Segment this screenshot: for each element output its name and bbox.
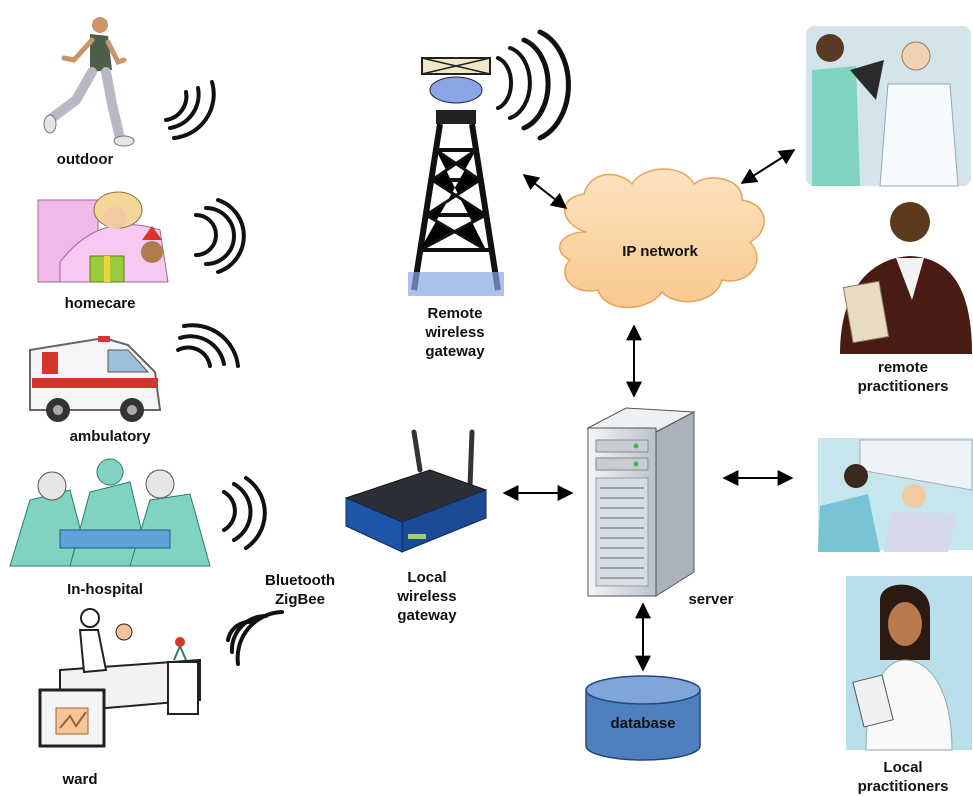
label-local-practitioners: Local practitioners (857, 759, 949, 795)
wireless-waves-homecare (194, 198, 246, 274)
remote-practitioners-photo-2 (840, 202, 972, 354)
label-database: database (610, 715, 676, 732)
local-practitioners-photo-1 (818, 438, 973, 552)
wireless-waves-ward (226, 610, 284, 666)
surgery-illustration (9, 458, 215, 567)
label-ward: ward (62, 771, 98, 788)
local-practitioners-photo-2 (846, 576, 972, 751)
database-illustration (585, 675, 701, 761)
wireless-waves-outdoor (164, 80, 216, 140)
label-local-wireless-gateway: Local wireless gateway (397, 569, 457, 624)
label-server: server (688, 591, 734, 608)
homecare-illustration (37, 191, 169, 283)
label-zigbee: ZigBee (274, 591, 325, 608)
label-homecare: homecare (64, 295, 136, 312)
server-illustration (586, 407, 696, 597)
arrow-cloud-to-remote-practitioners (740, 149, 796, 184)
label-outdoor: outdoor (56, 151, 114, 168)
label-ip-network: IP network (622, 243, 698, 260)
tower-illustration (408, 57, 504, 296)
label-remote-practitioners: remote practitioners (857, 359, 949, 395)
wireless-waves-in-hospital (222, 476, 267, 550)
wireless-waves-tower (496, 29, 571, 141)
label-bluetooth: Bluetooth (265, 572, 335, 589)
ward-illustration (38, 608, 201, 748)
remote-practitioners-photo-1 (806, 26, 971, 187)
wireless-waves-ambulatory (176, 323, 240, 368)
label-ambulatory: ambulatory (69, 428, 151, 445)
ip-network-cloud (559, 168, 765, 309)
label-in-hospital: In-hospital (67, 581, 143, 598)
ambulance-illustration (29, 336, 162, 422)
runner-illustration (43, 17, 135, 147)
arrow-tower-to-cloud (522, 174, 568, 209)
label-remote-wireless-gateway: Remote wireless gateway (425, 305, 485, 360)
router-illustration (344, 429, 488, 553)
